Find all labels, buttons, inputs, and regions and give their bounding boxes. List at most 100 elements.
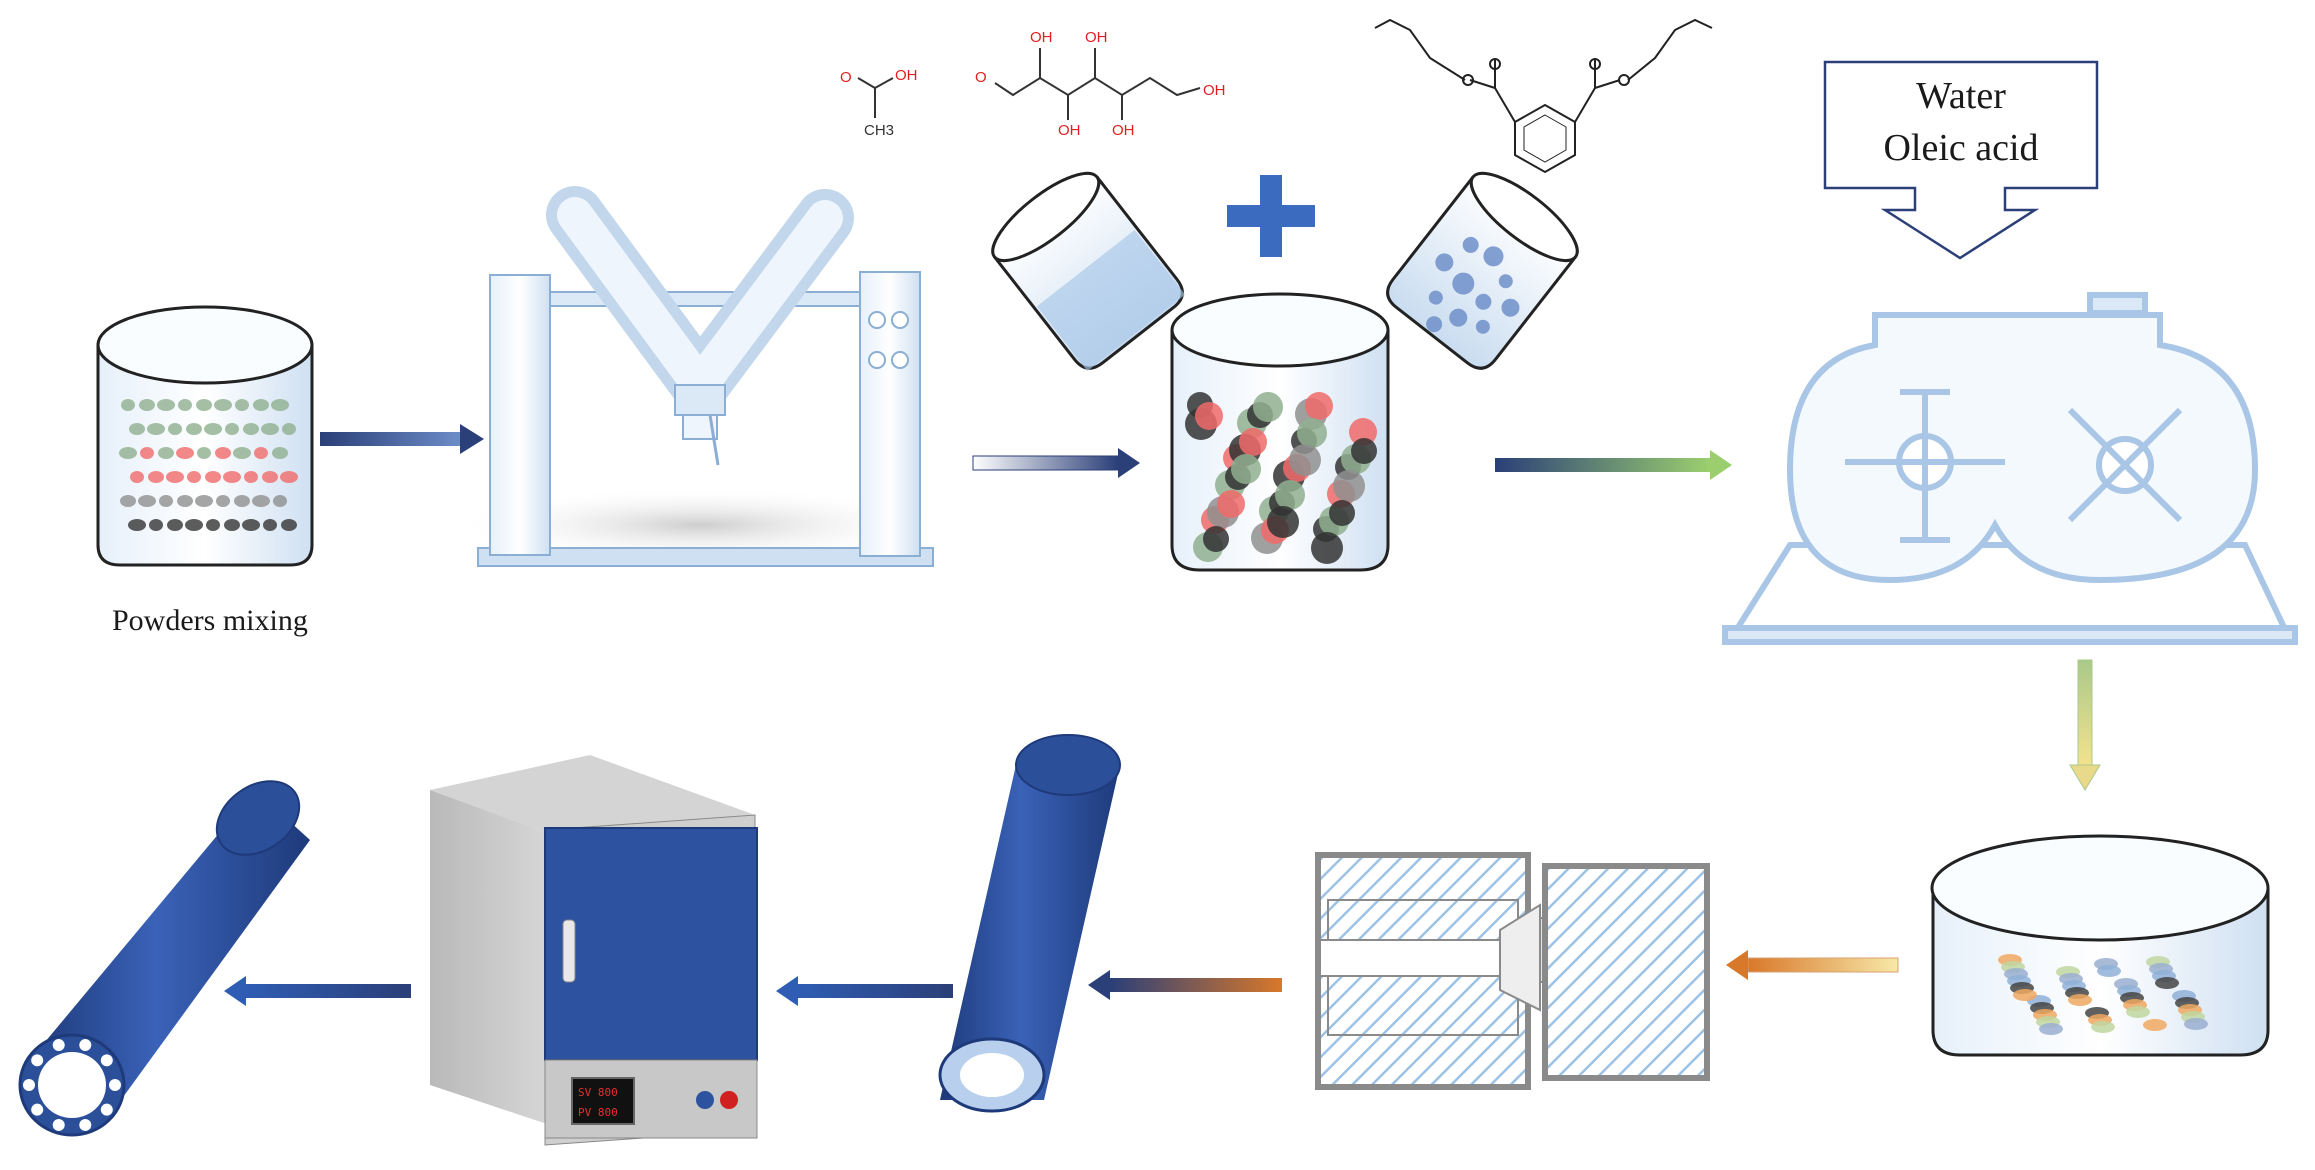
arrow-to-mixing-beaker	[972, 448, 1140, 478]
mixed-particle	[1351, 438, 1377, 464]
arrow-to-green-tube	[1088, 970, 1282, 1000]
powder-particle	[261, 423, 279, 435]
mixed-particle	[1329, 500, 1355, 526]
callout-water: Water	[1916, 75, 2006, 117]
mixing-beaker	[1170, 292, 1390, 572]
powder-particle	[138, 495, 156, 507]
powder-particle	[216, 495, 230, 507]
powder-particle	[158, 447, 174, 459]
paste-granule	[2091, 1021, 2115, 1033]
powder-particle	[271, 399, 289, 411]
powder-particle	[197, 447, 211, 459]
filler-particle	[1452, 272, 1475, 295]
paste-granule	[2097, 965, 2121, 977]
paste-granule	[2143, 1019, 2167, 1031]
powder-particle	[263, 519, 277, 531]
powder-particle	[205, 471, 221, 483]
arrow-to-final-tube	[224, 976, 411, 1006]
powder-particle	[168, 423, 182, 435]
powder-particle	[149, 519, 163, 531]
svg-text:O: O	[840, 69, 852, 86]
powder-particle	[177, 495, 193, 507]
powder-particle	[214, 399, 232, 411]
mixed-particle	[1203, 526, 1229, 552]
paste-granule	[2184, 1018, 2208, 1030]
arrow-down-to-dish	[2069, 659, 2101, 791]
powder-beaker	[96, 305, 314, 567]
dibutyl-phthalate-structure	[1374, 18, 1713, 174]
arrow-to-extruder	[1726, 950, 1899, 980]
filler-particle	[1475, 319, 1490, 334]
particle-beaker-right	[1386, 171, 1579, 370]
plus-sign	[1227, 175, 1315, 257]
arrow-to-v-mixer	[320, 424, 484, 454]
paste-granule	[2013, 989, 2037, 1001]
powder-particle	[204, 423, 222, 435]
filler-particle	[1501, 298, 1520, 317]
powder-particle	[224, 519, 240, 531]
filler-particle	[1435, 253, 1454, 272]
powder-particle	[233, 447, 251, 459]
arrow-to-kneader	[1495, 450, 1732, 480]
kneader-machine	[1722, 292, 2298, 645]
powder-particle	[206, 519, 220, 531]
powder-particle	[139, 399, 155, 411]
powder-particle	[281, 519, 297, 531]
mixed-particle	[1275, 480, 1305, 510]
powder-particle	[159, 495, 173, 507]
pore	[52, 1039, 65, 1052]
powder-particle	[280, 471, 298, 483]
svg-text:OH: OH	[895, 67, 918, 84]
gluconic-acid-structure: O OH OH OH OH OH	[975, 29, 1226, 139]
mixed-particle	[1289, 444, 1321, 476]
powder-particle	[254, 447, 268, 459]
pore	[79, 1039, 92, 1052]
pore	[23, 1079, 35, 1091]
furnace-display-pv: PV 800	[578, 1106, 618, 1119]
powder-particle	[252, 495, 270, 507]
powder-particle	[119, 447, 137, 459]
paste-granule	[2126, 1006, 2150, 1018]
filler-particle	[1498, 274, 1513, 289]
filler-particle	[1475, 293, 1492, 310]
filler-particle	[1462, 236, 1479, 253]
powder-particle	[223, 471, 241, 483]
paste-granule	[2068, 994, 2092, 1006]
mixed-particle	[1267, 506, 1299, 538]
mixed-particle	[1217, 490, 1245, 518]
powder-particle	[121, 399, 135, 411]
svg-text:OH: OH	[1030, 29, 1053, 46]
powder-particle	[166, 471, 184, 483]
powder-particle	[244, 471, 258, 483]
powder-particle	[273, 495, 287, 507]
powder-particle	[167, 519, 183, 531]
pore	[31, 1054, 44, 1067]
paste-granule	[2039, 1023, 2063, 1035]
powder-particle	[262, 471, 278, 483]
powder-particle	[242, 519, 260, 531]
powder-particle	[178, 399, 192, 411]
mixed-particle	[1253, 392, 1283, 422]
svg-text:OH: OH	[1058, 122, 1081, 139]
mixed-particle	[1349, 418, 1377, 446]
powders-mixing-label: Powders mixing	[112, 604, 308, 637]
powder-particle	[253, 399, 269, 411]
powder-particle	[120, 495, 136, 507]
paste-granule	[2155, 977, 2179, 989]
liquid-beaker-left	[991, 171, 1186, 371]
svg-text:OH: OH	[1112, 122, 1135, 139]
mixed-particle	[1239, 428, 1267, 456]
svg-text:CH3: CH3	[864, 122, 894, 139]
callout-oleic-acid: Oleic acid	[1883, 127, 2038, 169]
powder-particle	[235, 399, 249, 411]
powder-particle	[130, 471, 144, 483]
pore	[31, 1103, 44, 1116]
powder-particle	[187, 471, 201, 483]
powder-particle	[176, 447, 194, 459]
pore	[100, 1054, 113, 1067]
filler-particle	[1449, 308, 1468, 327]
mixed-particle	[1333, 470, 1365, 502]
powder-particle	[215, 447, 231, 459]
mixed-particle	[1195, 402, 1223, 430]
arrow-to-furnace	[776, 976, 953, 1006]
